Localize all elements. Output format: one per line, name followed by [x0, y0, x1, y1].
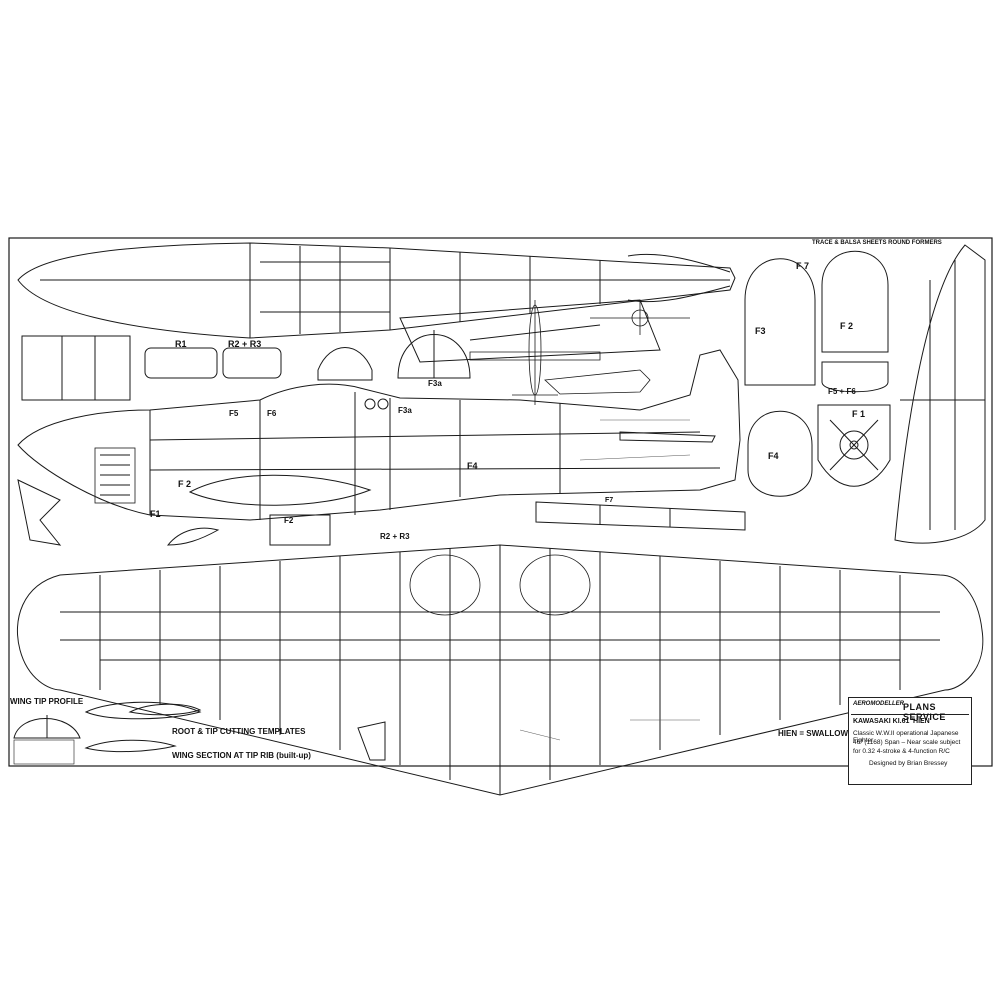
description-line-3: for 0.32 4-stroke & 4-function R/C — [853, 748, 950, 755]
notes-box — [13, 739, 75, 765]
label-f7: F 7 — [796, 261, 810, 271]
label-f4-fuselage: F4 — [467, 461, 478, 471]
label-r2r3-bottom: R2 + R3 — [380, 532, 410, 541]
label-r2r3: R2 + R3 — [228, 339, 262, 349]
publisher-name: AEROMODELLER — [853, 701, 904, 707]
cowl-bracket — [317, 347, 373, 381]
former-f1 — [817, 404, 891, 487]
label-balsa-note: TRACE & BALSA SHEETS ROUND FORMERS — [812, 240, 942, 246]
spar-strip — [535, 501, 746, 531]
label-root-tip-templates: ROOT & TIP CUTTING TEMPLATES — [172, 727, 306, 736]
title-block: AEROMODELLER PLANS SERVICE KAWASAKI KI.6… — [848, 697, 972, 785]
label-f7-small: F7 — [605, 497, 614, 504]
label-f3a-mid: F3a — [398, 406, 412, 415]
fillet-template — [166, 527, 220, 546]
wing-plan-view — [16, 544, 984, 796]
former-f3a — [397, 334, 471, 379]
label-f2-small: F2 — [284, 516, 294, 525]
model-name: KAWASAKI KI.61 'HIEN' — [853, 718, 932, 725]
tip-rib-section — [84, 739, 177, 753]
publisher-logo: AEROMODELLER PLANS SERVICE — [851, 700, 969, 722]
label-f5: F5 — [229, 409, 239, 418]
label-f1: F1 — [150, 509, 161, 519]
label-hien: HIEN = SWALLOW — [778, 729, 848, 738]
label-f5f6: F5 + F6 — [828, 387, 856, 396]
former-f4 — [747, 410, 813, 497]
former-f3 — [744, 258, 816, 386]
spinner-template — [17, 479, 62, 546]
label-f2-former: F 2 — [840, 321, 854, 331]
label-f4-former: F4 — [768, 451, 779, 461]
label-f3a-left: F3a — [428, 379, 442, 388]
label-wing-section: WING SECTION AT TIP RIB (built-up) — [172, 751, 311, 760]
label-f2-fuselage: F 2 — [178, 479, 192, 489]
rib-r2r3 — [222, 347, 282, 379]
label-r1: R1 — [175, 339, 187, 349]
fin-profile — [894, 244, 986, 544]
label-f3: F3 — [755, 326, 766, 336]
description-line-1: Classic W.W.II operational Japanese Figh… — [853, 730, 959, 744]
aileron-horn — [357, 721, 386, 761]
tip-template — [128, 703, 202, 716]
description-line-2: 46" (1168) Span – Near scale subject — [853, 739, 961, 746]
fuselage-plan-top — [17, 242, 736, 339]
rib-r1 — [144, 347, 218, 379]
former-f2 — [821, 250, 889, 353]
designer: Designed by Brian Bressey — [869, 760, 948, 767]
plans-service: PLANS SERVICE — [903, 702, 946, 722]
three-view-thumbnails — [469, 300, 690, 405]
former-f5f6 — [821, 361, 889, 393]
label-wing-tip-profile: WING TIP PROFILE — [10, 697, 84, 706]
label-f1-former: F 1 — [852, 409, 866, 419]
stringer-strip — [399, 299, 661, 363]
label-f6: F6 — [267, 409, 277, 418]
wing-tip-profile — [13, 718, 81, 739]
wing-root-template — [21, 335, 131, 401]
fuselage-side-view — [17, 349, 741, 546]
root-template — [84, 701, 202, 720]
